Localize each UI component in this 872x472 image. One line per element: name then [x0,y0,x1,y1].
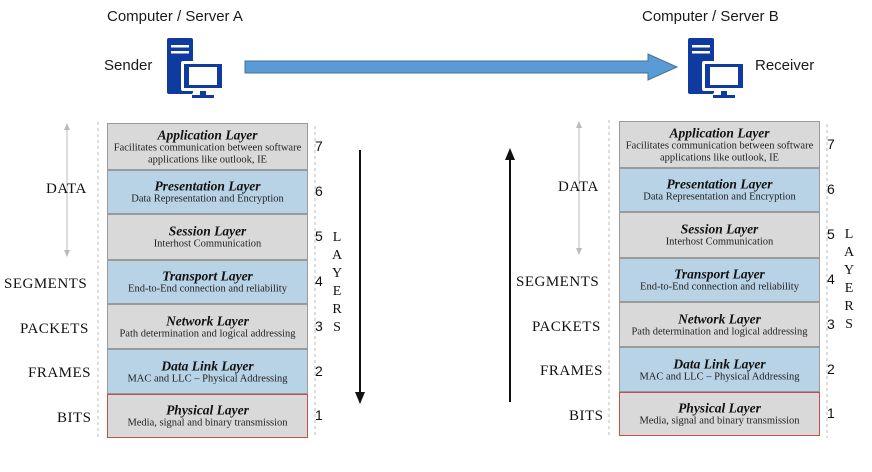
unit-segments-right: SEGMENTS [516,274,600,290]
session-layer-desc-sender: Interhost Communication [153,238,262,250]
unit-data-left: DATA [46,181,87,197]
transport-layer-desc-receiver: End-to-End connection and reliability [640,281,799,293]
layer-number-1-receiver: 1 [827,405,835,421]
transport-layer-title-receiver: Transport Layer [674,266,765,282]
presentation-layer-desc-receiver: Data Representation and Encryption [643,191,796,203]
transport-layer-desc-sender: End-to-End connection and reliability [128,283,287,295]
network-layer-title-receiver: Network Layer [678,311,761,326]
physical-layer-desc-sender: Media, signal and binary transmission [127,417,288,429]
receiver-computer-icon [688,38,746,98]
server-b-title: Computer / Server B [642,8,779,25]
unit-data-right: DATA [558,179,599,195]
unit-segments-left: SEGMENTS [4,276,88,292]
unit-packets-right: PACKETS [532,319,601,335]
network-layer-desc-receiver: Path determination and logical addressin… [631,326,808,337]
layer-number-4-receiver: 4 [827,271,835,287]
layer-number-5-receiver: 5 [827,226,835,242]
data-link-layer-title-sender: Data Link Layer [161,358,254,373]
application-layer-title-sender: Application Layer [157,127,258,142]
physical-layer-title-receiver: Physical Layer [678,400,761,416]
data-link-layer-desc-receiver: MAC and LLC – Physical Addressing [639,371,800,382]
presentation-layer-desc-sender: Data Representation and Encryption [131,193,284,205]
sender-label: Sender [104,57,153,74]
layer-number-1-sender: 1 [315,407,323,423]
layer-number-3-receiver: 3 [827,315,835,332]
transfer-arrow-icon [244,53,679,81]
presentation-layer-title-sender: Presentation Layer [154,178,261,194]
unit-packets-left: PACKETS [20,321,89,337]
layer-number-6-receiver: 6 [827,181,835,197]
layer-number-7-sender: 7 [315,137,323,154]
data-link-layer-title-receiver: Data Link Layer [673,356,766,371]
session-layer-title-receiver: Session Layer [680,221,759,237]
layer-number-6-sender: 6 [315,183,323,199]
transport-layer-title-sender: Transport Layer [162,268,253,284]
receiver-label: Receiver [755,57,815,74]
layer-number-2-sender: 2 [315,362,323,379]
session-layer-desc-receiver: Interhost Communication [665,236,774,248]
application-layer-desc-receiver: Facilitates communication between softwa… [625,140,814,163]
layer-number-3-sender: 3 [315,317,323,334]
network-layer-desc-sender: Path determination and logical addressin… [119,328,296,339]
application-layer-title-receiver: Application Layer [669,125,770,140]
layer-number-7-receiver: 7 [827,135,835,152]
layer-number-5-sender: 5 [315,228,323,244]
server-a-title: Computer / Server A [107,8,243,25]
layer-number-2-receiver: 2 [827,360,835,377]
layer-number-4-sender: 4 [315,273,323,289]
data-link-layer-desc-sender: MAC and LLC – Physical Addressing [127,373,288,384]
unit-frames-left: FRAMES [28,365,92,381]
sender-computer-icon [167,38,225,98]
unit-frames-right: FRAMES [540,363,604,379]
physical-layer-title-sender: Physical Layer [166,402,249,418]
application-layer-desc-sender: Facilitates communication between softwa… [113,142,302,165]
physical-layer-desc-receiver: Media, signal and binary transmission [639,415,800,427]
network-layer-title-sender: Network Layer [166,313,249,328]
session-layer-title-sender: Session Layer [168,223,247,239]
presentation-layer-title-receiver: Presentation Layer [666,176,773,192]
unit-bits-right: BITS [569,408,604,424]
unit-bits-left: BITS [57,410,92,426]
